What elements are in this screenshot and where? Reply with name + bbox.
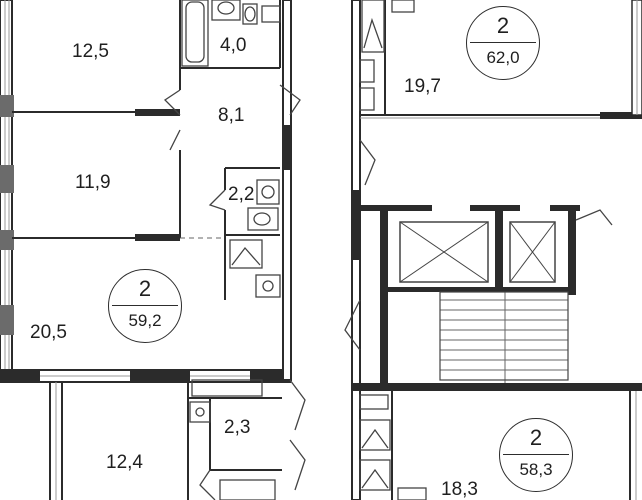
bottom-left-walls	[49, 382, 282, 500]
room-area-label: 8,1	[218, 105, 245, 126]
center-left-wall	[282, 0, 292, 381]
room-area-label: 12,5	[72, 41, 109, 62]
left-doors	[163, 84, 301, 211]
left-facade	[0, 0, 14, 381]
room-area-label: 18,3	[441, 479, 478, 500]
top-right-fixtures	[359, 0, 415, 111]
apartment-total-area: 58,3	[519, 460, 553, 479]
room-area-label: 4,0	[220, 35, 247, 56]
room-area-label: 20,5	[30, 322, 67, 343]
bottom-right-walls	[391, 391, 631, 500]
room-area-label: 19,7	[404, 76, 441, 97]
wc-fixtures	[229, 179, 281, 298]
apartment-room-count: 2	[496, 13, 510, 38]
room-area-label: 12,4	[106, 452, 143, 473]
apartment-badge-top-right: 2 62,0	[466, 6, 540, 80]
apartment-badge-bottom-right: 2 58,3	[499, 418, 573, 492]
room-area-label: 2,3	[224, 417, 251, 438]
apartment-room-count: 2	[529, 425, 543, 450]
apartment-total-area: 59,2	[128, 311, 162, 330]
core	[344, 0, 642, 500]
apartment-room-count: 2	[138, 276, 152, 301]
bottom-right-fixtures	[359, 394, 427, 500]
apartment-total-area: 62,0	[486, 48, 520, 67]
bottom-left-fixtures	[189, 379, 306, 500]
apartment-badge-left: 2 59,2	[108, 269, 182, 343]
top-right-walls	[360, 0, 642, 116]
room-area-label: 11,9	[75, 172, 111, 193]
room-area-label: 2,2	[228, 184, 255, 205]
bath-fixtures	[181, 0, 281, 67]
